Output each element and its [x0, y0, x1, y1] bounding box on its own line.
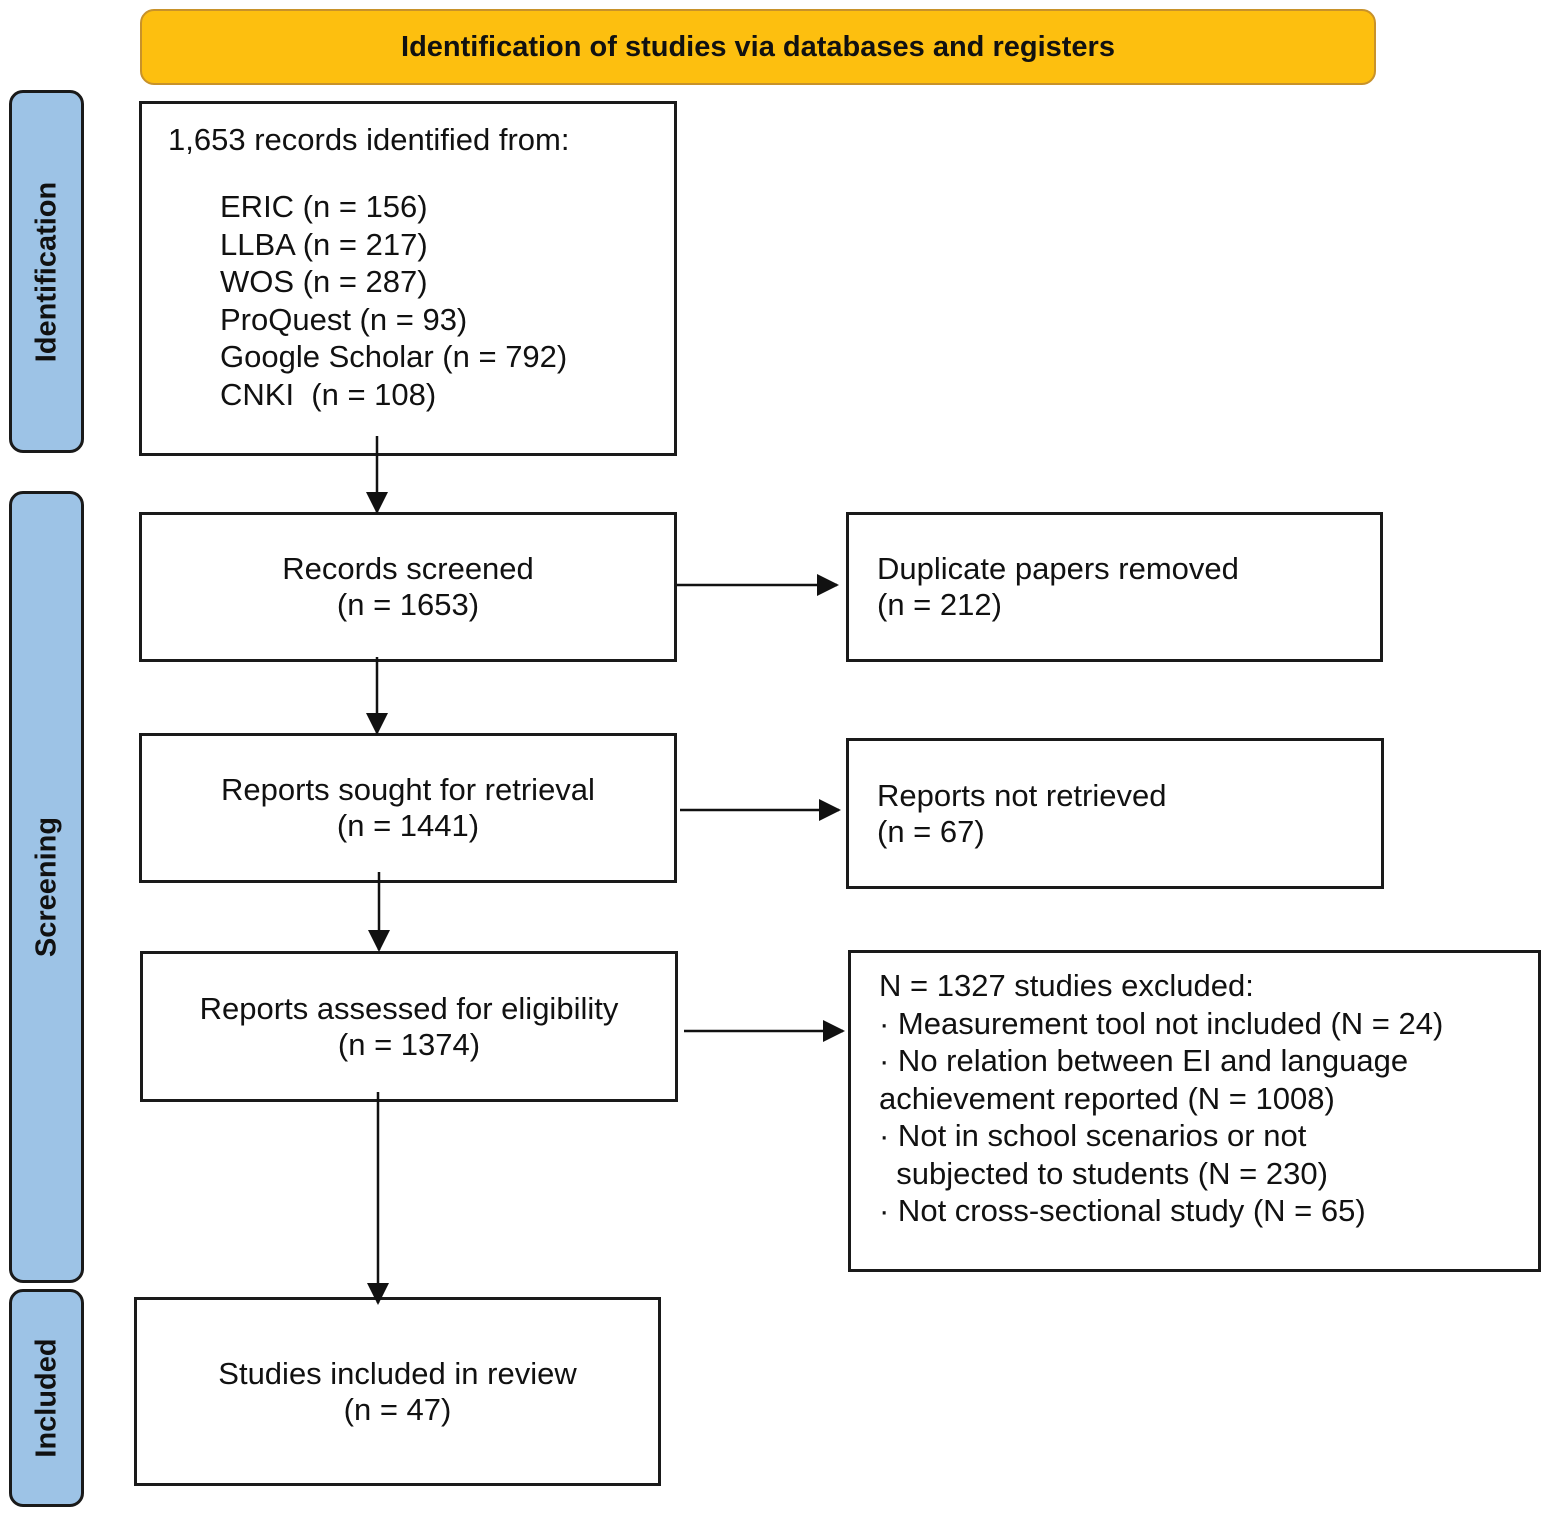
duplicates-removed-box: Duplicate papers removed (n = 212)	[846, 512, 1383, 662]
excluded-heading: N = 1327 studies excluded:	[879, 968, 1254, 1003]
source-item-proquest: ProQuest (n = 93)	[220, 301, 468, 337]
source-item-google-scholar: Google Scholar (n = 792)	[220, 339, 568, 374]
source-list: ERIC (n = 156) LLBA (n = 217) WOS (n = 2…	[168, 188, 674, 413]
source-item-cnki: CNKI (n = 108)	[220, 376, 437, 412]
reports-sought-box: Reports sought for retrieval (n = 1441)	[139, 733, 677, 883]
source-item-wos: WOS (n = 287)	[220, 264, 428, 299]
reports-assessed-label: Reports assessed for eligibility	[199, 990, 619, 1026]
records-screened-count: (n = 1653)	[336, 587, 480, 622]
reports-not-retrieved-box: Reports not retrieved (n = 67)	[846, 738, 1384, 889]
excluded-reason: · Measurement tool not included (N = 24)	[879, 1005, 1444, 1041]
reports-assessed-box: Reports assessed for eligibility (n = 13…	[140, 951, 678, 1102]
reports-assessed-count: (n = 1374)	[337, 1026, 481, 1062]
records-screened-label: Records screened	[282, 551, 534, 586]
excluded-box: N = 1327 studies excluded: · Measurement…	[848, 950, 1541, 1272]
phase-screening: Screening	[9, 491, 84, 1283]
excluded-reason: · Not in school scenarios or not	[879, 1118, 1307, 1153]
duplicates-removed-label: Duplicate papers removed	[877, 551, 1239, 586]
duplicates-removed-count: (n = 212)	[877, 587, 1002, 622]
studies-included-count: (n = 47)	[343, 1391, 452, 1427]
source-item-llba: LLBA (n = 217)	[220, 226, 428, 262]
source-item-eric: ERIC (n = 156)	[220, 189, 428, 224]
excluded-reason: achievement reported (N = 1008)	[879, 1080, 1335, 1116]
records-screened-box: Records screened (n = 1653)	[139, 512, 677, 662]
excluded-reason: · Not cross-sectional study (N = 65)	[879, 1193, 1366, 1228]
header-title: Identification of studies via databases …	[401, 30, 1115, 63]
identification-heading: 1,653 records identified from:	[168, 122, 570, 157]
phase-included: Included	[9, 1289, 84, 1507]
studies-included-box: Studies included in review (n = 47)	[134, 1297, 661, 1486]
reports-sought-count: (n = 1441)	[336, 808, 480, 843]
excluded-reason: · No relation between EI and language	[879, 1043, 1409, 1078]
reports-sought-label: Reports sought for retrieval	[221, 772, 595, 807]
identification-box: 1,653 records identified from: ERIC (n =…	[139, 101, 677, 456]
reports-not-retrieved-label: Reports not retrieved	[877, 777, 1167, 813]
excluded-reason: subjected to students (N = 230)	[879, 1155, 1328, 1191]
reports-not-retrieved-count: (n = 67)	[877, 813, 985, 849]
header-banner: Identification of studies via databases …	[140, 9, 1376, 85]
studies-included-label: Studies included in review	[218, 1355, 577, 1391]
phase-identification: Identification	[9, 90, 84, 453]
